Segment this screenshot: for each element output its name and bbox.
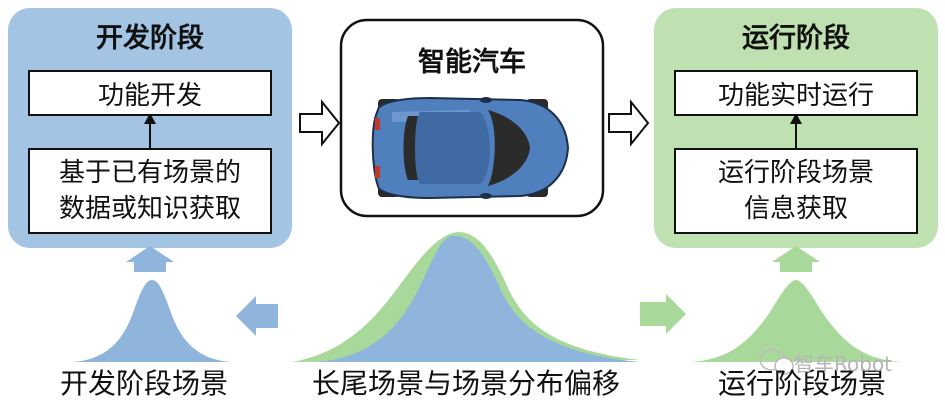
dev-up-arrow-icon	[144, 113, 156, 124]
wechat-watermark-icon	[759, 349, 794, 375]
dev-scene-label: 开发阶段场景	[60, 367, 229, 400]
smart-car-icon	[371, 96, 570, 200]
run-scene-label: 运行阶段场景	[718, 367, 887, 400]
dev-function-label: 功能开发	[97, 80, 202, 111]
run-function-box: 功能实时运行	[674, 70, 918, 116]
dev-function-box: 功能开发	[28, 70, 272, 116]
shift-left-arrow-icon	[236, 296, 278, 336]
run-up-arrow-icon	[790, 113, 802, 124]
dev-stage-title: 开发阶段	[96, 23, 204, 54]
dev-distribution-curve-center	[316, 235, 640, 362]
dev-source-line1: 基于已有场景的	[58, 158, 241, 188]
run-scene-distribution-curve	[690, 280, 902, 362]
run-stage-title: 运行阶段	[742, 23, 850, 54]
dev-scene-distribution-curve	[72, 280, 232, 362]
car-panel-title: 智能汽车	[418, 47, 526, 78]
run-source-box: 运行阶段场景 信息获取	[674, 148, 918, 234]
dev-source-line2: 数据或知识获取	[58, 194, 241, 224]
run-source-line1: 运行阶段场景	[717, 158, 874, 188]
watermark-text: 智车Robot	[794, 352, 893, 376]
arrow-car-to-run-icon	[608, 99, 650, 147]
arrow-dev-to-car-icon	[299, 99, 341, 147]
run-function-label: 功能实时运行	[717, 80, 874, 111]
dev-source-box: 基于已有场景的 数据或知识获取	[28, 148, 272, 234]
long-tail-label: 长尾场景与场景分布偏移	[312, 367, 621, 400]
run-source-line2: 信息获取	[743, 194, 848, 224]
dev-scene-up-arrow-icon	[126, 246, 174, 272]
run-scene-up-arrow-icon	[772, 246, 820, 272]
shift-right-arrow-icon	[640, 294, 686, 334]
